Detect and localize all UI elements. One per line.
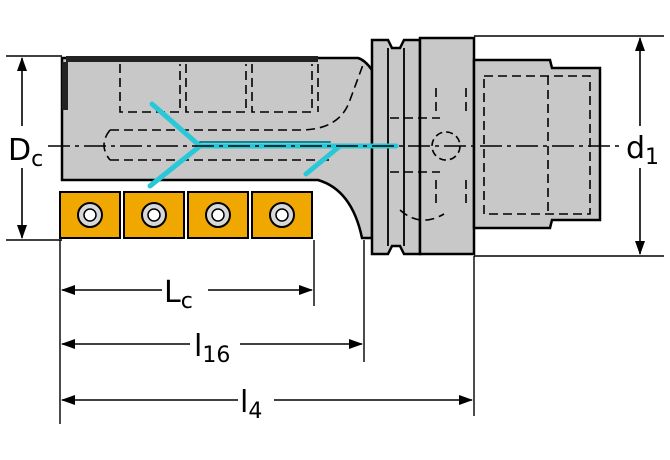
d1-main: d bbox=[626, 131, 645, 166]
insert-row bbox=[59, 191, 313, 239]
label-lc: Lc bbox=[162, 270, 208, 314]
l16-main: l bbox=[194, 329, 202, 364]
l16-sub: 16 bbox=[202, 343, 230, 368]
insert bbox=[251, 191, 313, 239]
label-d1: d1 bbox=[624, 126, 664, 170]
lc-main: L bbox=[164, 275, 181, 310]
lc-sub: c bbox=[181, 289, 193, 314]
svg-text:Dc: Dc bbox=[8, 133, 43, 172]
svg-text:d1: d1 bbox=[626, 131, 659, 170]
l4-main: l bbox=[240, 385, 248, 420]
dc-sub: c bbox=[31, 147, 43, 172]
svg-text:l16: l16 bbox=[194, 329, 230, 368]
svg-text:l4: l4 bbox=[240, 385, 262, 424]
svg-text:Lc: Lc bbox=[164, 275, 193, 314]
label-l16: l16 bbox=[190, 324, 240, 368]
d1-sub: 1 bbox=[645, 145, 659, 170]
label-dc: Dc bbox=[6, 126, 46, 172]
coolant-branch-right bbox=[303, 143, 343, 177]
l4-sub: 4 bbox=[248, 399, 262, 424]
tool-body bbox=[60, 36, 602, 256]
coolant-branch-upper bbox=[149, 101, 203, 149]
dc-main: D bbox=[8, 133, 31, 168]
label-l4: l4 bbox=[238, 380, 274, 424]
coolant-branch-lower bbox=[147, 143, 203, 189]
insert bbox=[59, 191, 121, 239]
extension-lines bbox=[6, 35, 664, 424]
insert bbox=[123, 191, 185, 239]
body-left-edge bbox=[62, 62, 68, 110]
hidden-lines bbox=[103, 61, 591, 221]
shank-taper bbox=[472, 58, 602, 230]
body-top-edge bbox=[66, 56, 318, 62]
insert bbox=[187, 191, 249, 239]
